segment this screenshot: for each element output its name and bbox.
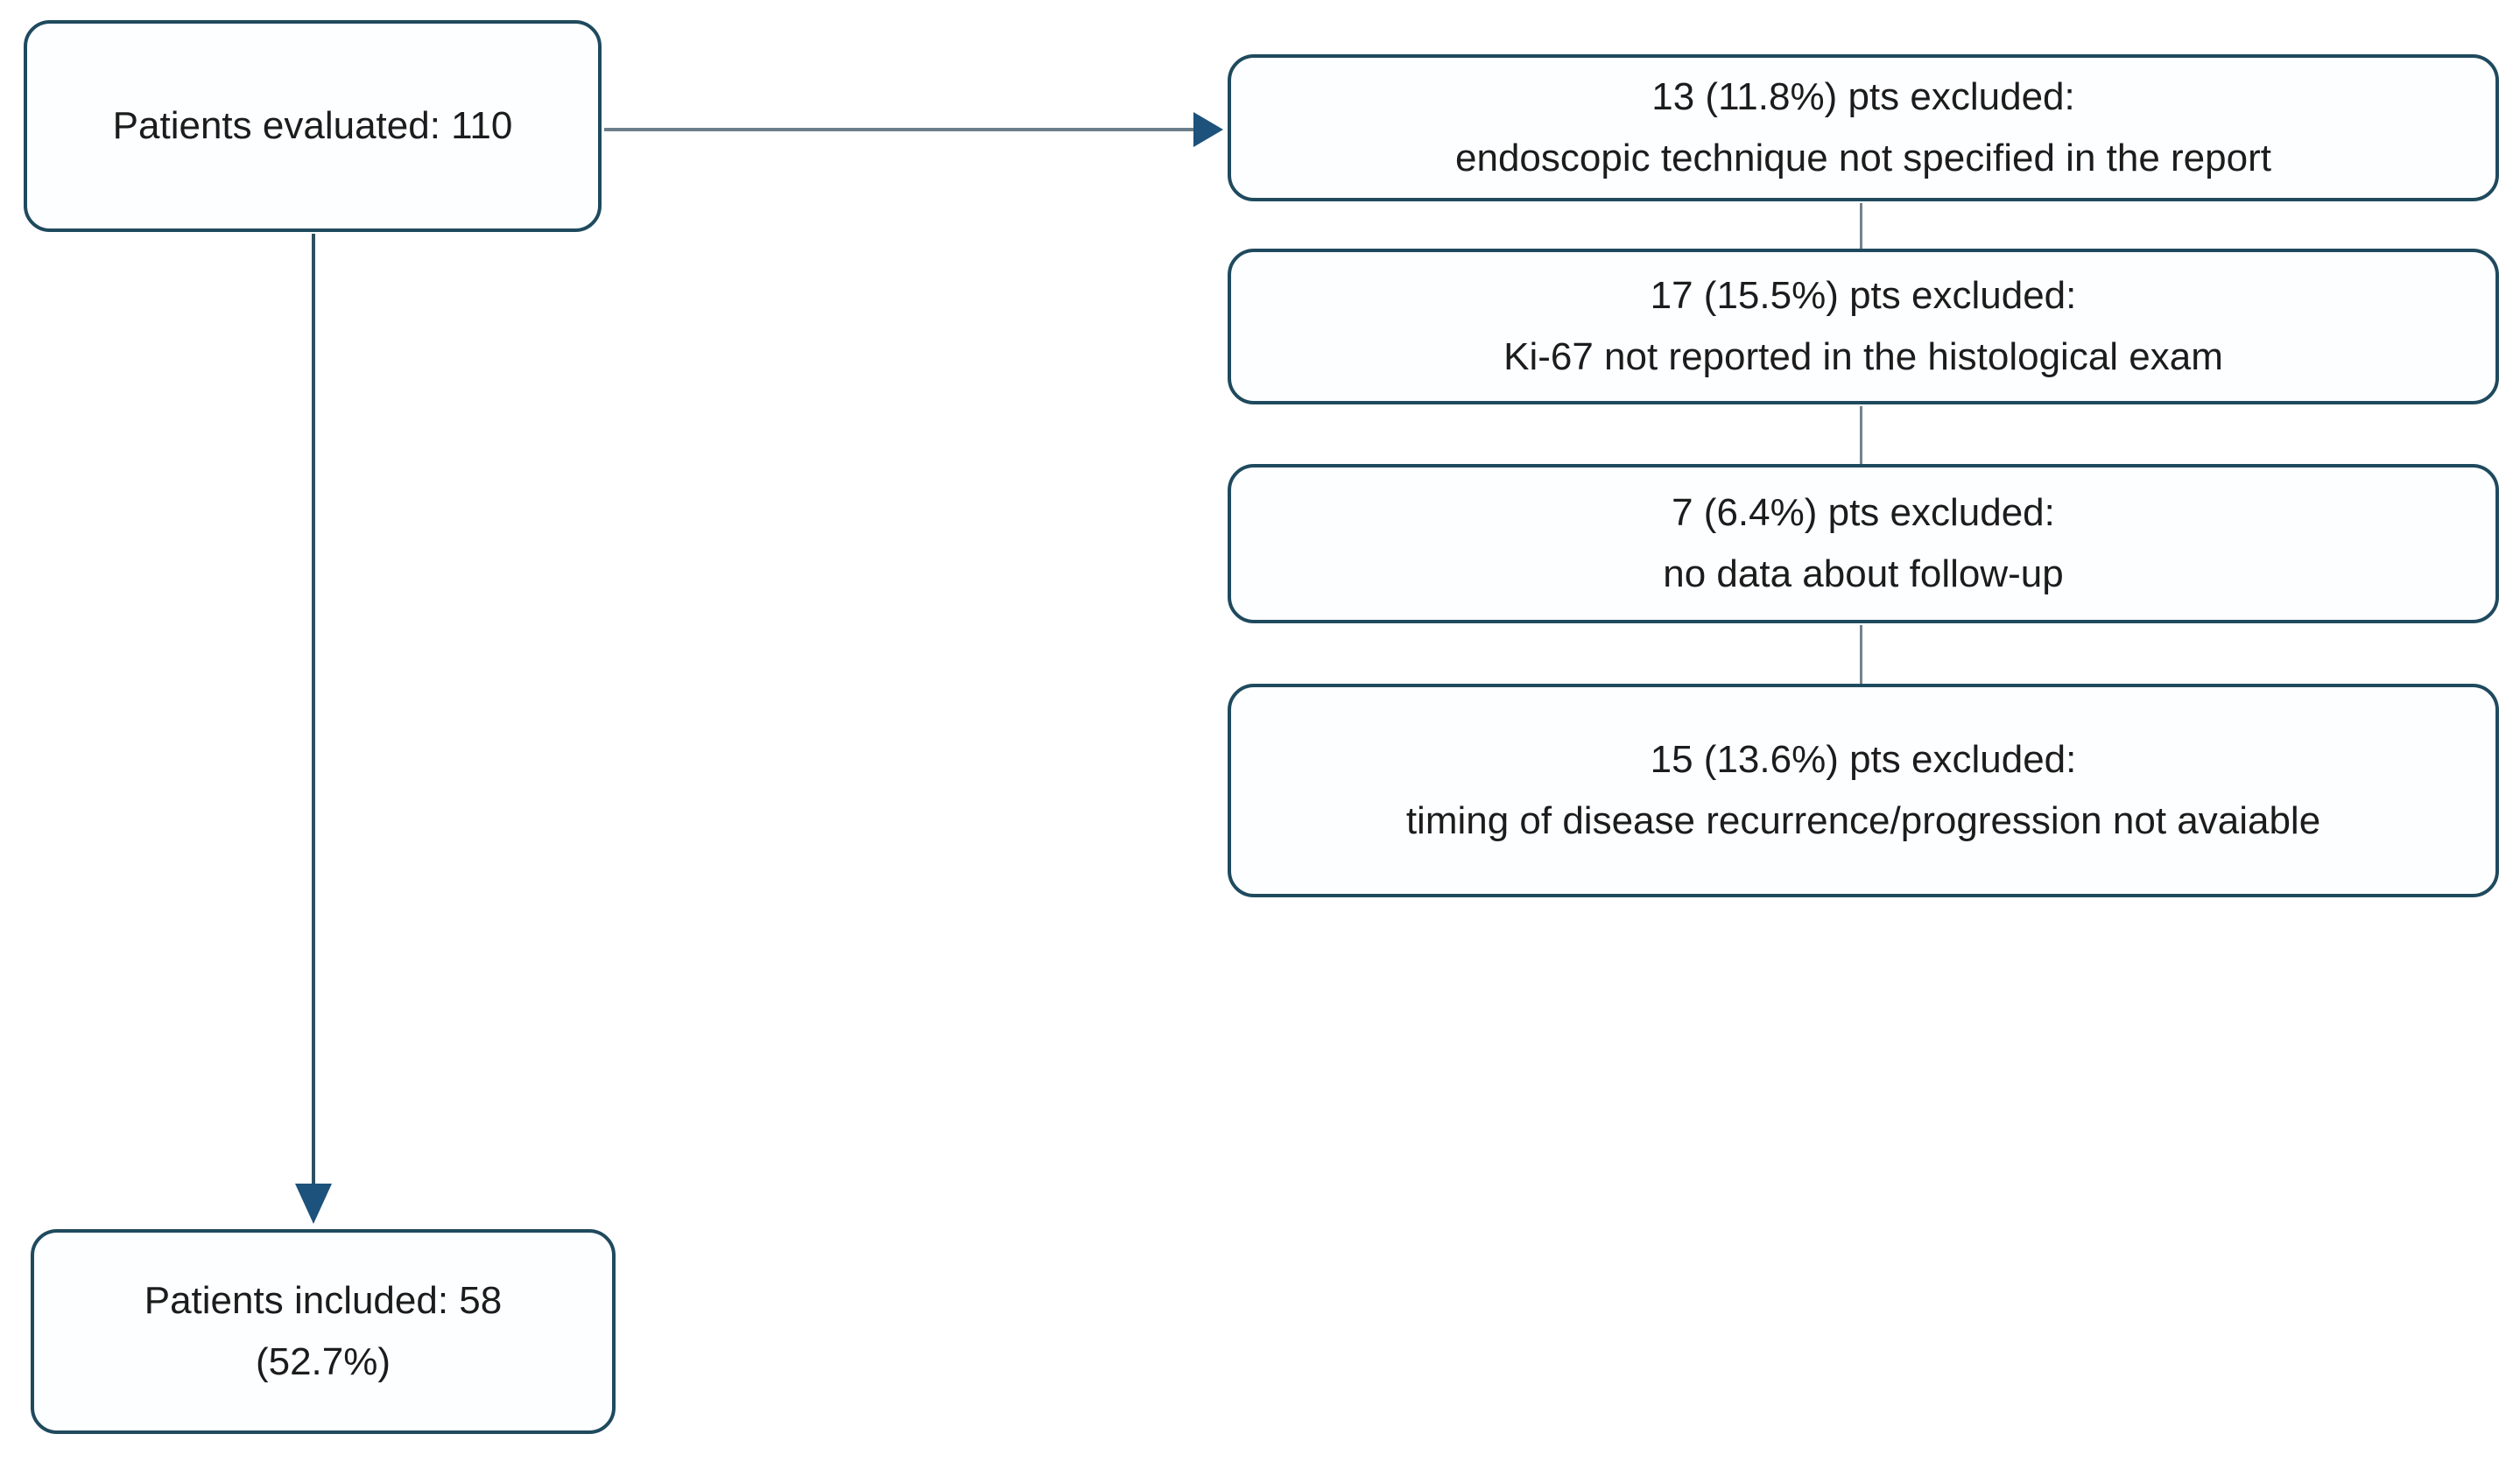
- node-patients-included-percent: (52.7%): [255, 1340, 391, 1383]
- excluded-count-label: 13 (11.8%) pts excluded:: [1651, 74, 2075, 118]
- node-excluded-ki67: 17 (15.5%) pts excluded: Ki-67 not repor…: [1228, 249, 2499, 404]
- connector-excluded-2-3: [1860, 406, 1862, 464]
- arrow-right-icon: [1193, 112, 1223, 147]
- connector-excluded-3-4: [1860, 625, 1862, 684]
- excluded-count-label: 17 (15.5%) pts excluded:: [1650, 273, 2077, 317]
- node-patients-included-label: Patients included: 58: [144, 1278, 503, 1322]
- arrow-down-icon: [295, 1184, 332, 1224]
- excluded-reason-label: Ki-67 not reported in the histological e…: [1503, 335, 2223, 378]
- arrow-evaluated-to-excluded-line: [604, 128, 1195, 131]
- excluded-reason-label: endoscopic technique not specified in th…: [1455, 137, 2271, 179]
- excluded-reason-label: no data about follow-up: [1663, 552, 2064, 595]
- excluded-reason-label: timing of disease recurrence/progression…: [1405, 799, 2321, 842]
- node-excluded-endoscopic: 13 (11.8%) pts excluded: endoscopic tech…: [1228, 54, 2499, 201]
- arrow-evaluated-to-included-line: [312, 234, 315, 1184]
- node-excluded-followup: 7 (6.4%) pts excluded: no data about fol…: [1228, 464, 2499, 623]
- node-patients-evaluated-label: Patients evaluated: 110: [112, 103, 513, 147]
- node-excluded-timing: 15 (13.6%) pts excluded: timing of disea…: [1228, 684, 2499, 897]
- node-patients-included: Patients included: 58 (52.7%): [31, 1229, 616, 1434]
- connector-excluded-1-2: [1860, 203, 1862, 249]
- node-patients-evaluated: Patients evaluated: 110: [24, 20, 602, 232]
- excluded-count-label: 7 (6.4%) pts excluded:: [1672, 490, 2055, 534]
- excluded-count-label: 15 (13.6%) pts excluded:: [1650, 737, 2077, 781]
